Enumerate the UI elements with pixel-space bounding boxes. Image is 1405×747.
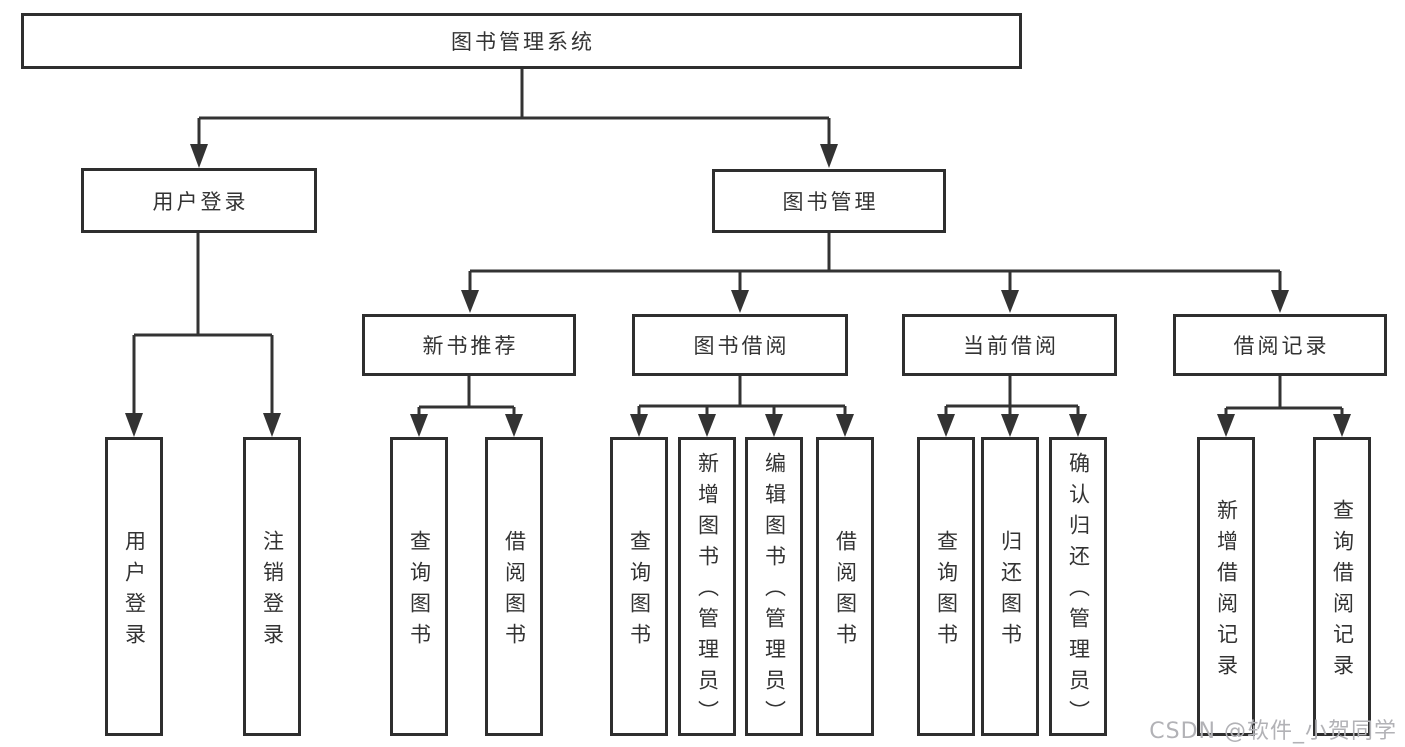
leaf-label: 借阅图书 — [833, 529, 858, 654]
leaf-return-books: 归还图书 — [981, 437, 1039, 736]
edge-borrow-to-leaves — [630, 376, 854, 437]
leaf-query-books-recommend: 查询图书 — [390, 437, 448, 736]
arrowhead — [263, 413, 281, 437]
arrowhead — [698, 414, 716, 437]
arrowhead — [820, 144, 838, 168]
node-label: 借阅记录 — [1233, 334, 1330, 358]
arrowhead — [1217, 414, 1235, 437]
leaf-borrow-books-recommend: 借阅图书 — [485, 437, 543, 736]
node-new-book-recommend: 新书推荐 — [362, 314, 576, 376]
arrowhead — [461, 290, 479, 313]
edge-current-to-leaves — [937, 376, 1087, 437]
edge-records-to-leaves — [1217, 376, 1351, 437]
edge-newbooks-to-leaves — [410, 376, 523, 437]
arrowhead — [410, 414, 428, 437]
leaf-edit-books-admin: 编辑图书（管理员） — [745, 437, 803, 736]
arrowhead — [125, 413, 143, 437]
edge-login-to-leaves — [125, 233, 281, 437]
arrowhead — [1333, 414, 1351, 437]
leaf-add-books-admin: 新增图书（管理员） — [678, 437, 736, 736]
arrowhead — [505, 414, 523, 437]
edge-mgmt-to-level3 — [461, 233, 1289, 313]
node-label: 图书管理系统 — [451, 30, 595, 54]
leaf-label: 注销登录 — [260, 529, 285, 654]
leaf-label: 编辑图书（管理员） — [762, 452, 787, 731]
node-label: 新书推荐 — [422, 334, 519, 358]
node-borrowing-records: 借阅记录 — [1173, 314, 1387, 376]
node-current-borrowing: 当前借阅 — [902, 314, 1117, 376]
node-user-login: 用户登录 — [81, 168, 317, 233]
leaf-query-books-borrow: 查询图书 — [610, 437, 668, 736]
leaf-add-borrow-record: 新增借阅记录 — [1197, 437, 1255, 736]
arrowhead — [937, 414, 955, 437]
node-book-management: 图书管理 — [712, 169, 946, 233]
arrowhead — [731, 290, 749, 313]
node-label: 用户登录 — [152, 189, 249, 214]
arrowhead — [1069, 414, 1087, 437]
arrowhead — [630, 414, 648, 437]
arrowhead — [1001, 290, 1019, 313]
arrowhead — [190, 144, 208, 168]
leaf-label: 借阅图书 — [502, 529, 527, 654]
leaf-label: 用户登录 — [122, 529, 147, 654]
node-label: 图书管理 — [782, 190, 879, 214]
arrowhead — [765, 414, 783, 437]
leaf-logout: 注销登录 — [243, 437, 301, 736]
leaf-confirm-return-admin: 确认归还（管理员） — [1049, 437, 1107, 736]
leaf-label: 查询借阅记录 — [1330, 498, 1355, 685]
leaf-label: 新增图书（管理员） — [695, 452, 720, 731]
node-label: 图书借阅 — [693, 334, 790, 358]
leaf-label: 查询图书 — [407, 529, 432, 654]
arrowhead — [836, 414, 854, 437]
node-label: 当前借阅 — [963, 334, 1059, 358]
leaf-label: 归还图书 — [998, 529, 1023, 654]
node-book-borrowing: 图书借阅 — [632, 314, 848, 376]
leaf-label: 查询图书 — [627, 529, 652, 654]
leaf-query-borrow-record: 查询借阅记录 — [1313, 437, 1371, 736]
edge-root-to-level2 — [190, 69, 838, 168]
arrowhead — [1001, 414, 1019, 437]
leaf-label: 查询图书 — [934, 529, 959, 654]
leaf-label: 确认归还（管理员） — [1066, 452, 1091, 731]
leaf-label: 新增借阅记录 — [1214, 498, 1239, 685]
leaf-query-books-current: 查询图书 — [917, 437, 975, 736]
csdn-watermark: CSDN @软件_小贺同学 — [1149, 719, 1397, 744]
arrowhead — [1271, 290, 1289, 313]
leaf-user-login: 用户登录 — [105, 437, 163, 736]
leaf-borrow-books: 借阅图书 — [816, 437, 874, 736]
node-system-root: 图书管理系统 — [21, 13, 1022, 69]
